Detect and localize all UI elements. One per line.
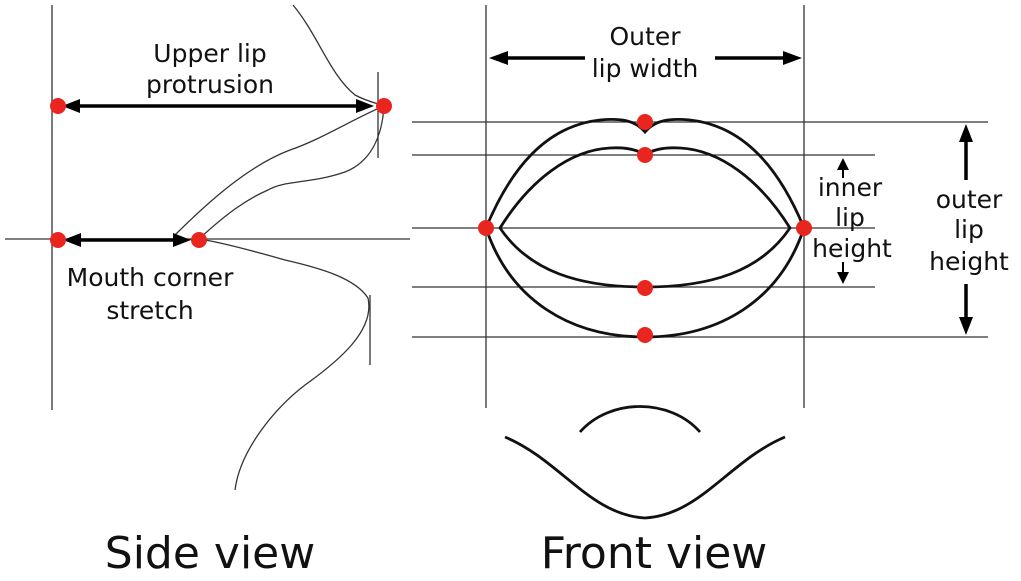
inner-lower-lip-landmark [637,280,653,296]
upper-lip-protrusion-label-line1: Upper lip [153,39,266,68]
lower-chin-curve [504,435,786,520]
outer-lip-width-label-line2: lip width [592,54,699,83]
inner-upper-lip-landmark [637,147,653,163]
side-view-caption: Side view [105,528,315,579]
upper-chin-curve [578,405,702,433]
outer-lip-width-arrowhead-right [783,51,802,65]
right-mouth-corner-landmark [796,220,812,236]
mouth-corner-stretch-arrowhead-right [173,233,191,247]
inner-lip-height-label-line2: lip [835,203,865,232]
outer-lip-width-label-line1: Outer [610,22,682,51]
outer-lip-width-arrowhead-left [489,51,508,65]
outer-lip-height-label-line1: outer [936,185,1003,214]
outer-lip-height-arrowhead-up [959,124,973,142]
mouth-corner-stretch-arrowhead-left [63,233,81,247]
outer-lip-height-arrowhead-down [959,317,973,335]
inner-lip-contour [498,146,792,289]
left-mouth-corner-landmark [478,220,494,236]
upper-lip-protrusion-arrowhead-left [62,99,80,113]
front-view-panel: Outer lip width inner lip height outer l… [412,5,1009,579]
upper-lip-protrusion-arrowhead-right [356,99,374,113]
upper-lip-tip-landmark [376,98,392,114]
mouth-corner-stretch-label-line1: Mouth corner [67,263,234,292]
outer-lower-lip-landmark [637,327,653,343]
inner-lip-height-label-line3: height [812,234,892,263]
mouth-corner-landmark [191,232,207,248]
front-view-caption: Front view [541,528,768,579]
outer-lip-contour [484,117,806,339]
inner-lip-height-label-line1: inner [818,173,883,202]
outer-upper-lip-landmark [637,114,653,130]
upper-lip-protrusion-label-line2: protrusion [146,70,274,99]
inner-lip-height-arrowhead-up [837,158,849,170]
upper-lip-reference-landmark [50,98,66,114]
mouth-corner-reference-landmark [50,232,66,248]
mouth-corner-stretch-label-line2: stretch [106,296,193,325]
side-view-panel: Upper lip protrusion Mouth corner stretc… [5,4,410,579]
lower-profile-curve [173,105,385,491]
outer-lip-height-label-line2: lip [954,215,984,244]
outer-lip-height-label-line3: height [929,247,1009,276]
inner-lip-height-arrowhead-down [837,272,849,284]
upper-profile-curve [198,4,385,240]
